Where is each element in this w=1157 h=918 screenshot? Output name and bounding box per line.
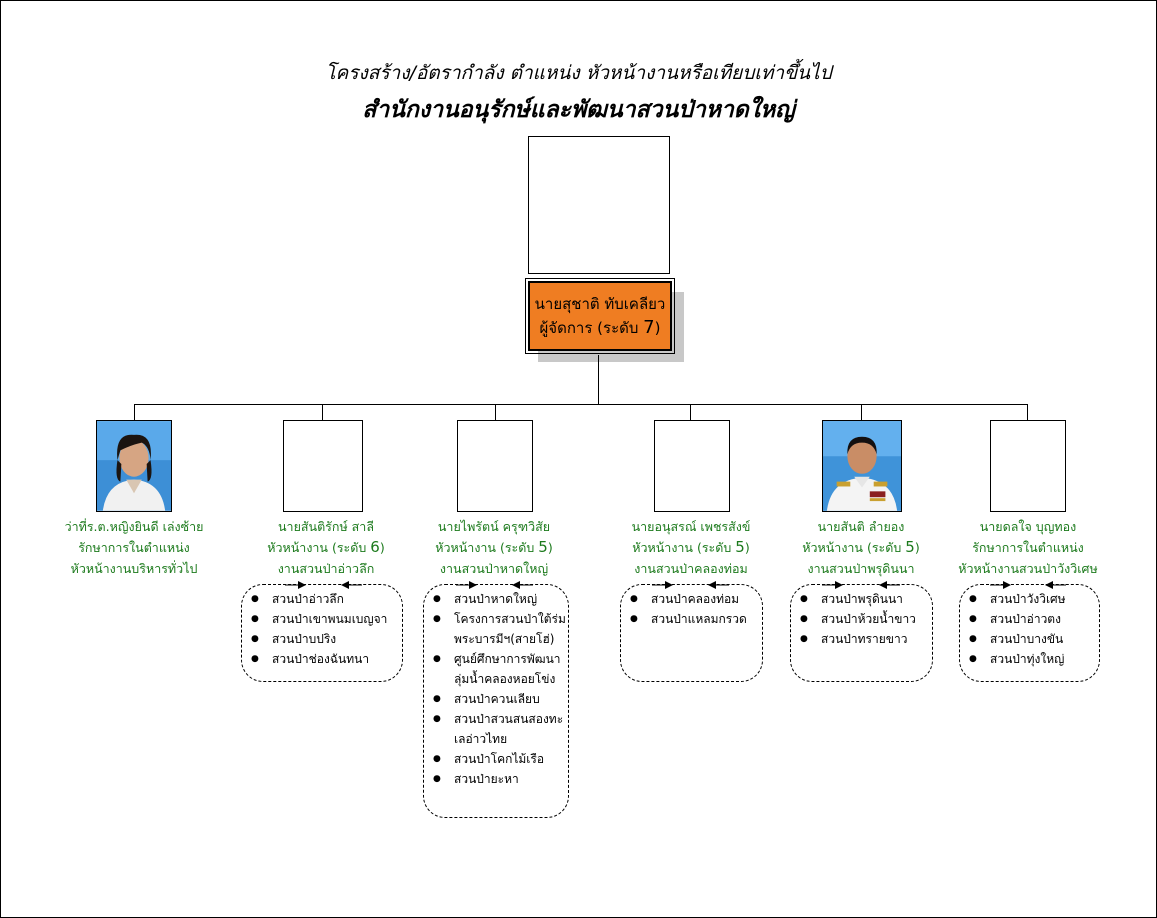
list-item: สวนป่าทุ่งใหญ่ (960, 649, 1099, 669)
unit-label-u1: ว่าที่ร.ต.หญิงยินดี เล่งซ้าย รักษาการในต… (64, 519, 204, 576)
list-item: สวนป่ายะหา (424, 769, 568, 789)
photo-u4 (654, 420, 730, 512)
list-item: สวนป่าอ่าวลึก (242, 589, 402, 609)
root-node: นายสุชาติ ทับเคลียว ผู้จัดการ (ระดับ 7) (525, 278, 675, 354)
list-item: สวนป่าโคกไม้เรือ (424, 749, 568, 769)
connector-u5 (861, 404, 862, 420)
list-item: สวนป่าบปริง (242, 629, 402, 649)
unit-label-u6: นายดลใจ บุญทอง รักษาการในตำแหน่ง หัวหน้า… (958, 519, 1098, 576)
connector-u4 (690, 404, 691, 420)
root-level: 7 (643, 317, 655, 338)
items-box-u2: สวนป่าอ่าวลึก สวนป่าเขาพนมเบญจา สวนป่าบป… (241, 584, 403, 682)
list-item: สวนป่าเขาพนมเบญจา (242, 609, 402, 629)
person-photo-icon (97, 421, 171, 511)
list-item: โครงการสวนป่าใต้ร่ม (424, 609, 568, 629)
list-item: สวนป่าคลองท่อม (621, 589, 762, 609)
list-item-continued: พระบารมีฯ(สายโฮ่) (454, 632, 555, 646)
list-item: สวนป่าอ่าวตง (960, 609, 1099, 629)
photo-u3 (457, 420, 533, 512)
person-photo-icon (823, 421, 901, 511)
chart-title: โครงสร้าง/อัตรากำลัง ตำแหน่ง หัวหน้างานห… (325, 62, 832, 84)
root-position: ผู้จัดการ (ระดับ 7) (539, 317, 661, 338)
items-box-u4: สวนป่าคลองท่อม สวนป่าแหลมกรวด (620, 584, 763, 682)
chart-subtitle: สำนักงานอนุรักษ์และพัฒนาสวนป่าหาดใหญ่ (362, 97, 795, 123)
list-item: สวนป่าห้วยน้ำขาว (791, 609, 932, 629)
horizontal-connector (134, 404, 1028, 405)
list-item-continued: ลุ่มน้ำคลองหอยโข่ง (454, 672, 556, 686)
photo-u2 (283, 420, 363, 512)
list-item: สวนป่าพรุดินนา (791, 589, 932, 609)
list-item: สวนป่าสวนสนสองทะ (424, 709, 568, 729)
list-item: สวนป่าควนเลียบ (424, 689, 568, 709)
unit-label-u4: นายอนุสรณ์ เพชรสังข์ หัวหน้างาน (ระดับ 5… (631, 519, 751, 576)
connector-u2 (322, 404, 323, 420)
list-item: สวนป่าหาดใหญ่ (424, 589, 568, 609)
list-item: สวนป่าวังวิเศษ (960, 589, 1099, 609)
unit-label-u5: นายสันติ ลำยอง หัวหน้างาน (ระดับ 5) งานส… (802, 519, 920, 576)
photo-u5 (822, 420, 902, 512)
root-photo-frame (528, 136, 670, 274)
items-box-u5: สวนป่าพรุดินนา สวนป่าห้วยน้ำขาว สวนป่าทร… (790, 584, 933, 682)
connector-u3 (495, 404, 496, 420)
unit-label-u2: นายสันติรักษ์ สาลี หัวหน้างาน (ระดับ 6) … (267, 519, 385, 576)
unit-label-u3: นายไพรัตน์ ครุฑวิสัย หัวหน้างาน (ระดับ 5… (435, 519, 553, 576)
list-item-continued: เลอ่าวไทย (454, 732, 508, 746)
connector-u1 (134, 404, 135, 420)
connector-u6 (1027, 404, 1028, 420)
photo-u6 (990, 420, 1066, 512)
root-connector (598, 355, 599, 405)
root-name: นายสุชาติ ทับเคลียว (534, 295, 666, 313)
list-item: สวนป่าบางขัน (960, 629, 1099, 649)
list-item: ศูนย์ศึกษาการพัฒนา (424, 649, 568, 669)
list-item: สวนป่าช่องฉันทนา (242, 649, 402, 669)
items-box-u6: สวนป่าวังวิเศษ สวนป่าอ่าวตง สวนป่าบางขัน… (959, 584, 1100, 682)
photo-u1 (96, 420, 172, 512)
items-box-u3: สวนป่าหาดใหญ่ โครงการสวนป่าใต้ร่ม พระบาร… (423, 584, 569, 818)
list-item: สวนป่าทรายขาว (791, 629, 932, 649)
list-item: สวนป่าแหลมกรวด (621, 609, 762, 629)
